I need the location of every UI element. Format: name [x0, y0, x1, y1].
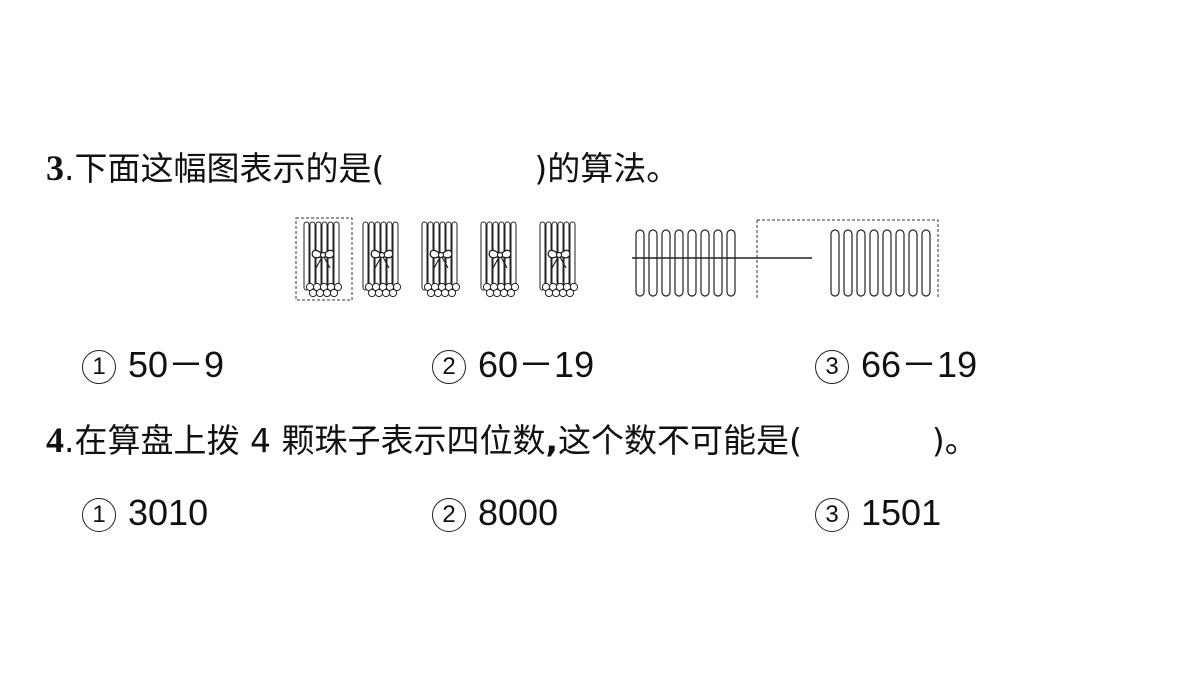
q4-option-2[interactable]: 2 8000 [432, 492, 558, 534]
option-mark-circle: 3 [815, 350, 849, 384]
stick-bundle [539, 221, 579, 298]
question-4-comma: , [545, 421, 559, 460]
question-3-stem: 3.下面这幅图表示的是( )的算法。 [46, 142, 679, 190]
option-text: 8000 [478, 492, 559, 533]
question-3-text-before: .下面这幅图表示的是( [64, 149, 385, 188]
loose-stick [713, 229, 723, 297]
crossed-bundle-box [295, 217, 353, 301]
loose-stick [674, 229, 684, 297]
loose-stick [687, 229, 697, 297]
stick-bundle [480, 221, 520, 298]
q3-option-1[interactable]: 1 50－9 [82, 336, 224, 388]
question-4-number: 4 [46, 420, 64, 460]
option-text: 66－19 [861, 344, 978, 385]
loose-stick [908, 229, 918, 297]
loose-stick [895, 229, 905, 297]
crossed-loose-box [756, 219, 939, 298]
stick-bundle [362, 221, 402, 298]
question-3-number: 3 [46, 148, 64, 188]
loose-stick [661, 229, 671, 297]
option-mark-circle: 1 [82, 498, 116, 532]
loose-stick [830, 229, 840, 297]
question-3-text-after: )的算法。 [534, 149, 680, 188]
question-4-stem: 4.在算盘上拨 4 颗珠子表示四位数,这个数不可能是( )。 [46, 414, 978, 462]
loose-stick [843, 229, 853, 297]
loose-stick [726, 229, 736, 297]
loose-stick [856, 229, 866, 297]
option-text: 60－19 [478, 344, 595, 385]
loose-stick [635, 229, 645, 297]
sticks-illustration [295, 217, 939, 301]
stick-bundle [421, 221, 461, 298]
q3-option-3[interactable]: 3 66－19 [815, 336, 977, 388]
loose-stick [869, 229, 879, 297]
option-mark-circle: 1 [82, 350, 116, 384]
question-4-text-before: .在算盘上拨 4 颗珠子表示四位数 [64, 421, 546, 460]
option-text: 3010 [128, 492, 209, 533]
q4-option-3[interactable]: 3 1501 [815, 492, 941, 534]
question-4-text-middle: 这个数不可能是( [558, 421, 802, 460]
question-4-text-after: )。 [931, 421, 978, 460]
option-mark-circle: 3 [815, 498, 849, 532]
option-text: 1501 [861, 492, 942, 533]
q4-option-1[interactable]: 1 3010 [82, 492, 208, 534]
option-mark-circle: 2 [432, 350, 466, 384]
q3-option-2[interactable]: 2 60－19 [432, 336, 594, 388]
loose-stick [648, 229, 658, 297]
stick-bundle [303, 221, 343, 298]
loose-stick [921, 229, 931, 297]
option-text: 50－9 [128, 344, 225, 385]
loose-stick [700, 229, 710, 297]
loose-stick [882, 229, 892, 297]
option-mark-circle: 2 [432, 498, 466, 532]
